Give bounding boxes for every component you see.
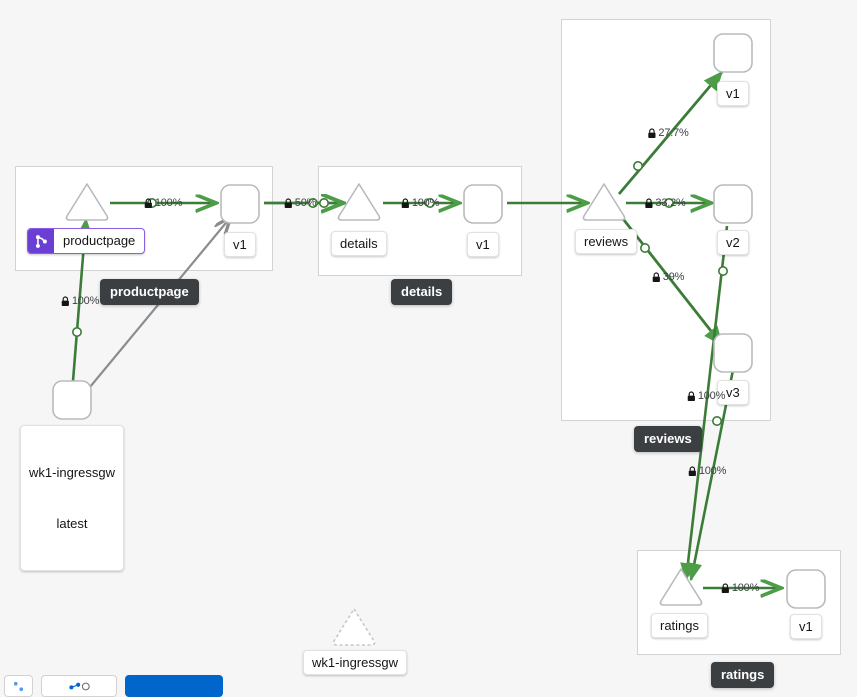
node-label-text: v2 [726, 235, 740, 250]
node-label-details-service[interactable]: details [331, 231, 387, 256]
node-label-wk1-ingressgw[interactable]: wk1-ingressgw latest [20, 425, 124, 571]
node-label-text: reviews [584, 234, 629, 249]
node-label-reviews-service[interactable]: reviews [575, 229, 638, 254]
node-reviews-v2[interactable] [713, 184, 753, 224]
tooltip-text: reviews [644, 431, 692, 446]
node-wk1-ingressgw-ghost[interactable] [332, 608, 376, 646]
edge-reviews-v3-to-ratings-service[interactable] [686, 369, 735, 582]
toolbar-graph-controls-chip[interactable] [41, 675, 117, 697]
cluster-tooltip-details: details [391, 279, 453, 305]
toolbar-primary-button[interactable] [125, 675, 223, 697]
node-label-ratings-v1[interactable]: v1 [790, 614, 822, 639]
node-ratings-v1[interactable] [786, 569, 826, 609]
edge-reviews-service-to-v2[interactable] [626, 199, 710, 207]
node-label-reviews-v1[interactable]: v1 [717, 81, 749, 106]
node-label-text: v1 [476, 237, 490, 252]
legend-icon [13, 681, 24, 691]
node-reviews-v1[interactable] [713, 33, 753, 73]
tooltip-text: productpage [110, 284, 189, 299]
edge-reviews-v2-to-ratings-service[interactable] [680, 225, 729, 582]
tooltip-text: details [401, 284, 443, 299]
node-label-productpage-v1[interactable]: v1 [224, 232, 256, 257]
node-label-reviews-v3[interactable]: v3 [717, 380, 749, 405]
node-label-text: v1 [233, 237, 247, 252]
node-ratings-service[interactable] [659, 568, 703, 606]
edge-productpage-v1-to-details-service[interactable] [264, 199, 342, 207]
node-reviews-v3[interactable] [713, 333, 753, 373]
bottom-toolbar[interactable] [0, 675, 223, 697]
node-label-text: v3 [726, 385, 740, 400]
node-label-text: productpage [63, 233, 136, 248]
toolbar-legend-chip[interactable] [4, 675, 33, 697]
node-label-ratings-service[interactable]: ratings [651, 613, 709, 638]
node-label-text: v1 [726, 86, 740, 101]
edge-reviews-service-to-v1[interactable] [617, 70, 724, 195]
tooltip-text: ratings [721, 667, 765, 682]
node-label-reviews-v2[interactable]: v2 [717, 230, 749, 255]
node-productpage-v1[interactable] [220, 184, 260, 224]
node-label-text: details [340, 236, 378, 251]
edge-details-service-to-v1[interactable] [383, 199, 458, 207]
node-label-wk1-ingressgw-ghost[interactable]: wk1-ingressgw [303, 650, 407, 675]
node-label-productpage-service[interactable]: productpage [27, 228, 146, 254]
route-icon [28, 229, 54, 253]
node-details-v1[interactable] [463, 184, 503, 224]
cluster-tooltip-productpage: productpage [100, 279, 199, 305]
node-label-details-v1[interactable]: v1 [467, 232, 499, 257]
node-productpage-service[interactable] [65, 183, 109, 221]
node-wk1-ingressgw[interactable] [52, 380, 92, 420]
node-label-text: wk1-ingressgw [312, 655, 398, 670]
cluster-tooltip-ratings: ratings [711, 662, 775, 688]
node-reviews-service[interactable] [582, 183, 626, 221]
node-details-service[interactable] [337, 183, 381, 221]
node-label-text: ratings [660, 618, 700, 633]
graph-node-icon [69, 682, 90, 690]
node-label-text: v1 [799, 619, 813, 634]
node-label-text-line2: latest [56, 516, 88, 531]
cluster-tooltip-reviews: reviews [634, 426, 702, 452]
node-label-text-line1: wk1-ingressgw [29, 465, 115, 480]
